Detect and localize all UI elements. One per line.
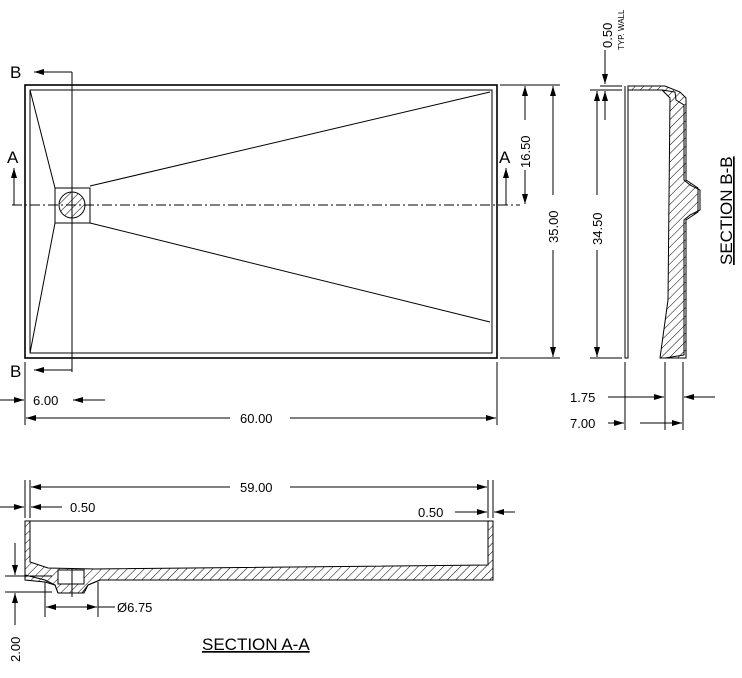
section-a-marker-right: A <box>499 148 511 167</box>
section-a-view: 59.00 0.50 0.50 2.00 Ø6.75 SECTION A-A <box>0 480 515 662</box>
dim-overall-width: 35.00 <box>546 210 561 243</box>
dim-wall: 0.50 <box>600 23 615 48</box>
dim-drain-depth: 2.00 <box>8 637 23 662</box>
dim-height: 7.00 <box>570 416 595 431</box>
pan-outline <box>24 84 498 359</box>
dim-drain-offset-x: 6.00 <box>33 393 58 408</box>
dim-wall-left: 0.50 <box>70 500 95 515</box>
section-a-marker-left: A <box>7 148 19 167</box>
dim-inner-width: 34.50 <box>590 212 605 245</box>
drain-body <box>57 569 85 585</box>
section-b-title: SECTION B-B <box>717 156 736 265</box>
section-a-hatch <box>24 520 494 594</box>
dim-wall-right: 0.50 <box>418 505 443 520</box>
section-b-hatch <box>627 85 699 359</box>
section-b-profile <box>624 86 701 359</box>
section-b-marker-bottom: B <box>10 362 21 381</box>
pan-inner-outline <box>29 89 493 354</box>
dim-overall-length: 60.00 <box>240 411 273 426</box>
section-b-marker-top: B <box>10 63 21 82</box>
dim-curb: 1.75 <box>570 390 595 405</box>
wall-note: TYP. WALL <box>617 9 626 50</box>
dim-inner-length: 59.00 <box>240 480 273 495</box>
slope-lines <box>29 89 491 354</box>
dim-drain-diameter: Ø6.75 <box>117 600 152 615</box>
section-a-title: SECTION A-A <box>202 635 310 654</box>
section-b-view: 34.50 0.50 TYP. WALL 1.75 7.00 SECTION B… <box>570 9 736 431</box>
plan-view: B B A A 16.50 35.00 6.00 60.00 <box>0 63 561 426</box>
dim-drain-offset-y: 16.50 <box>518 135 533 168</box>
